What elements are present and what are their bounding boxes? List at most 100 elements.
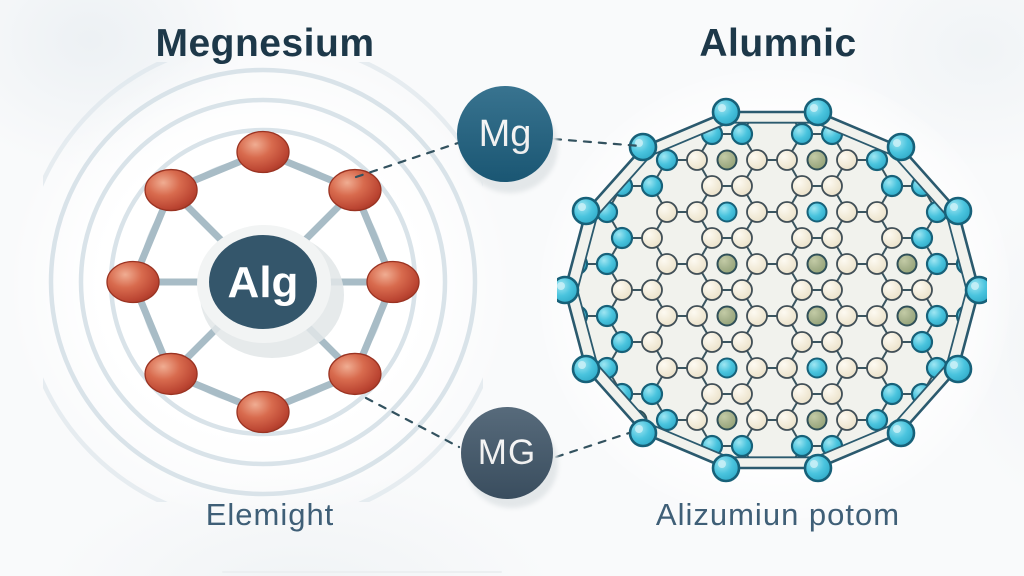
nucleus	[209, 235, 317, 329]
lattice-bond	[577, 133, 578, 161]
electron	[366, 260, 420, 304]
lattice-node-cyan	[790, 434, 814, 458]
lattice-node-cream	[641, 279, 663, 301]
lattice-node-cyan	[730, 122, 754, 146]
perimeter-atom	[886, 418, 916, 448]
lattice-node-cyan	[657, 98, 677, 118]
lattice-bond	[577, 445, 578, 458]
lattice-node-cyan	[595, 408, 619, 432]
lattice-node-cyan	[865, 408, 889, 432]
lattice-node-cyan	[957, 462, 977, 482]
right-panel-caption: Alizumiun potom	[655, 497, 901, 532]
lattice-node-cream	[746, 149, 768, 171]
perimeter-atom	[803, 97, 833, 127]
lattice-bond	[606, 419, 623, 447]
lattice-bond	[921, 122, 938, 135]
lattice-node-cyan	[577, 148, 589, 172]
lattice-node-cream	[641, 227, 663, 249]
lattice-node-cream	[836, 253, 858, 275]
lattice-node-cyan	[790, 122, 814, 146]
lattice-node-cream	[731, 227, 753, 249]
perimeter-atom	[628, 132, 658, 162]
filler-atom-cyan	[806, 357, 828, 379]
perimeter-atom	[557, 275, 580, 305]
element-badge-mg-label: Mg	[478, 112, 532, 155]
electron	[236, 390, 290, 434]
left-panel-caption: Elemight	[205, 497, 335, 532]
lattice-node-cream	[776, 357, 798, 379]
lattice-node-cream	[731, 279, 753, 301]
perimeter-atom-highlight	[971, 282, 979, 290]
lattice-node-cream	[776, 305, 798, 327]
lattice-node-cream	[911, 279, 933, 301]
lattice-node-cyan	[972, 436, 987, 456]
bottom-divider-line	[222, 571, 502, 573]
perimeter-atom-highlight	[950, 361, 958, 369]
electron	[328, 168, 382, 212]
lattice-node-cream	[701, 279, 723, 301]
lattice-node-cyan	[925, 148, 949, 172]
lattice-bond	[966, 122, 967, 135]
filler-atom-olive	[806, 409, 828, 431]
lattice-node-cream	[656, 253, 678, 275]
lattice-node-cream	[881, 227, 903, 249]
filler-atom-cyan	[716, 357, 738, 379]
lattice-node-cream	[866, 305, 888, 327]
lattice-node-cyan	[910, 226, 934, 250]
perimeter-atom	[571, 354, 601, 384]
lattice-node-cream	[776, 149, 798, 171]
lattice-node-cream	[836, 357, 858, 379]
filler-atom-olive	[806, 253, 828, 275]
lattice-node-cream	[821, 175, 843, 197]
right-panel-title: Alumnic	[699, 22, 857, 65]
lattice-node-cream	[746, 305, 768, 327]
lattice-bond	[921, 133, 938, 161]
lattice-node-cream	[821, 227, 843, 249]
perimeter-atom	[886, 132, 916, 162]
perimeter-atom-highlight	[635, 139, 643, 147]
lattice-node-cream	[731, 331, 753, 353]
lattice-node-cream	[821, 383, 843, 405]
lattice-node-cream	[836, 409, 858, 431]
lattice-node-cyan	[925, 252, 949, 276]
lattice-node-cream	[656, 357, 678, 379]
electron	[236, 130, 290, 174]
lattice-node-cyan	[837, 98, 857, 118]
lattice-bond	[921, 419, 938, 447]
lattice-node-cream	[686, 357, 708, 379]
filler-atom-olive	[716, 149, 738, 171]
lattice-node-cyan	[657, 462, 677, 482]
lattice-node-cream	[701, 383, 723, 405]
lattice-bond	[966, 393, 967, 421]
lattice-node-cyan	[595, 252, 619, 276]
lattice-node-cyan	[910, 122, 934, 146]
lattice-node-cyan	[557, 228, 572, 248]
lattice-node-cyan	[955, 148, 967, 172]
lattice-node-cyan	[610, 122, 634, 146]
lattice-node-cyan	[577, 408, 589, 432]
lattice-node-cream	[746, 253, 768, 275]
lattice-node-cream	[791, 331, 813, 353]
lattice-node-cyan	[567, 98, 587, 118]
lattice-node-cream	[686, 201, 708, 223]
perimeter-atom	[964, 275, 987, 305]
lattice-node-cream	[821, 331, 843, 353]
aluminium-lattice-diagram	[557, 97, 987, 483]
lattice-node-cream	[746, 409, 768, 431]
lattice-bond	[606, 133, 623, 161]
perimeter-atom-highlight	[718, 460, 726, 468]
lattice-bond	[606, 122, 623, 135]
lattice-node-cyan	[867, 462, 887, 482]
filler-atom-olive	[716, 409, 738, 431]
lattice-node-cream	[701, 331, 723, 353]
lattice-node-cream	[866, 253, 888, 275]
lattice-node-cyan	[687, 462, 707, 482]
electron	[106, 260, 160, 304]
lattice-bond	[966, 419, 967, 447]
lattice-node-cyan	[972, 384, 987, 404]
lattice-node-cyan	[557, 436, 572, 456]
lattice-node-cream	[701, 175, 723, 197]
lattice-bond	[577, 393, 578, 421]
perimeter-atom-highlight	[578, 203, 586, 211]
lattice-node-cream	[701, 227, 723, 249]
